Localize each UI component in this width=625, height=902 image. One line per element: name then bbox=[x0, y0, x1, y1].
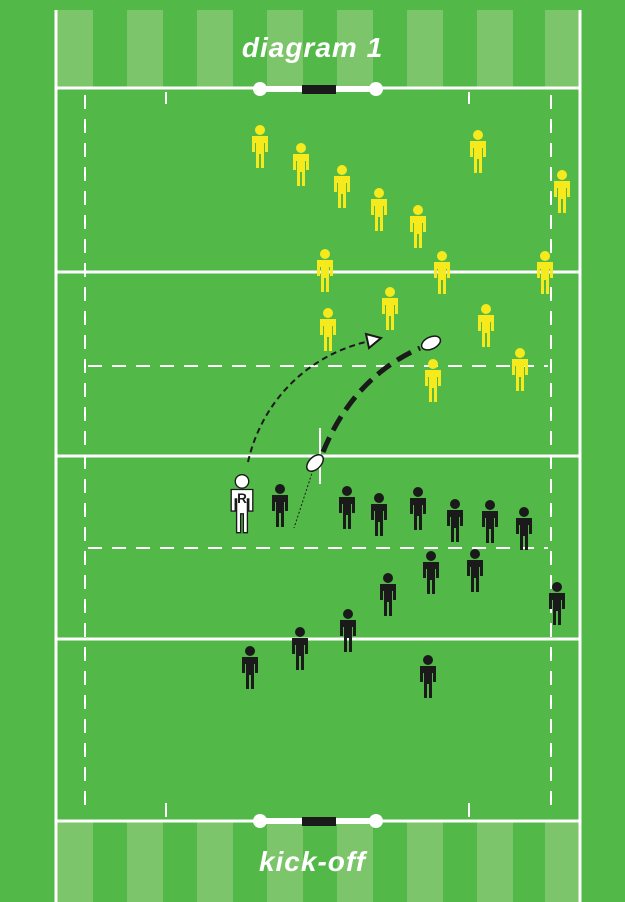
diagram-title: diagram 1 bbox=[0, 32, 625, 64]
referee-badge: R bbox=[237, 491, 247, 506]
kick-off-label: kick-off bbox=[0, 846, 625, 878]
